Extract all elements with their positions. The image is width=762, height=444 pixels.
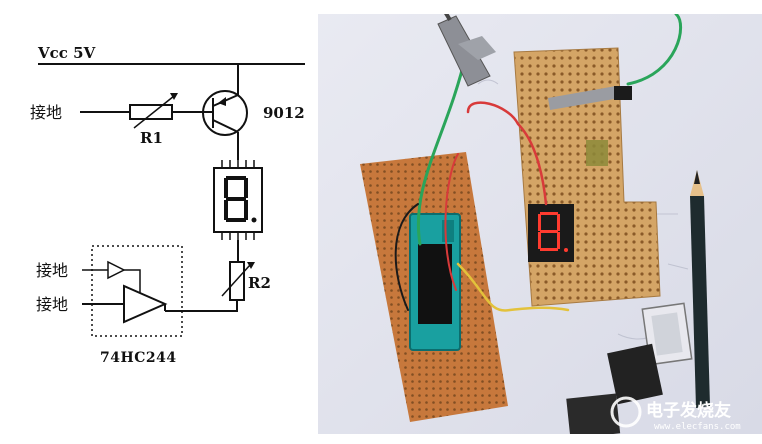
- enable-buffer-symbol: [107, 260, 126, 280]
- enable-line: [124, 269, 141, 296]
- r1-label: R1: [140, 129, 163, 147]
- chip-label: 74HC244: [100, 350, 177, 366]
- variable-resistor-r2: [221, 261, 255, 301]
- small-module: [586, 140, 608, 166]
- seven-segment-display-symbol: [213, 160, 263, 240]
- red-wire: [466, 101, 548, 206]
- watermark-logo-icon: [610, 396, 642, 428]
- ground-label-3: 接地: [36, 295, 68, 314]
- green-wire: [416, 52, 468, 246]
- red-wire-2: [444, 153, 459, 291]
- pencil: [690, 170, 710, 408]
- watermark: 电子发烧友 www.elecfans.com: [610, 396, 741, 432]
- spare-displays: [566, 302, 693, 434]
- transistor-label: 9012: [263, 104, 305, 122]
- ground-label-1: 接地: [30, 103, 62, 122]
- chip-socket: [409, 213, 461, 351]
- metal-clip-right: [548, 86, 632, 110]
- variable-resistor-r1: [129, 93, 178, 129]
- watermark-url: www.elecfans.com: [654, 422, 741, 432]
- chip-boundary: [91, 245, 183, 337]
- ground-label-2: 接地: [36, 261, 68, 280]
- circuit-schematic: Vcc 5V 9012 接地 R1: [30, 44, 305, 366]
- led-display: [528, 204, 574, 262]
- green-wire-top: [626, 14, 683, 86]
- watermark-brand: 电子发烧友: [646, 400, 731, 421]
- r2-label: R2: [248, 274, 271, 292]
- alligator-clip: [437, 14, 496, 87]
- yellow-wire: [456, 262, 570, 312]
- circuit-photo: 电子发烧友 www.elecfans.com: [318, 14, 762, 434]
- vcc-label: Vcc 5V: [37, 44, 96, 62]
- black-wire: [394, 203, 419, 311]
- main-buffer-symbol: [123, 284, 168, 324]
